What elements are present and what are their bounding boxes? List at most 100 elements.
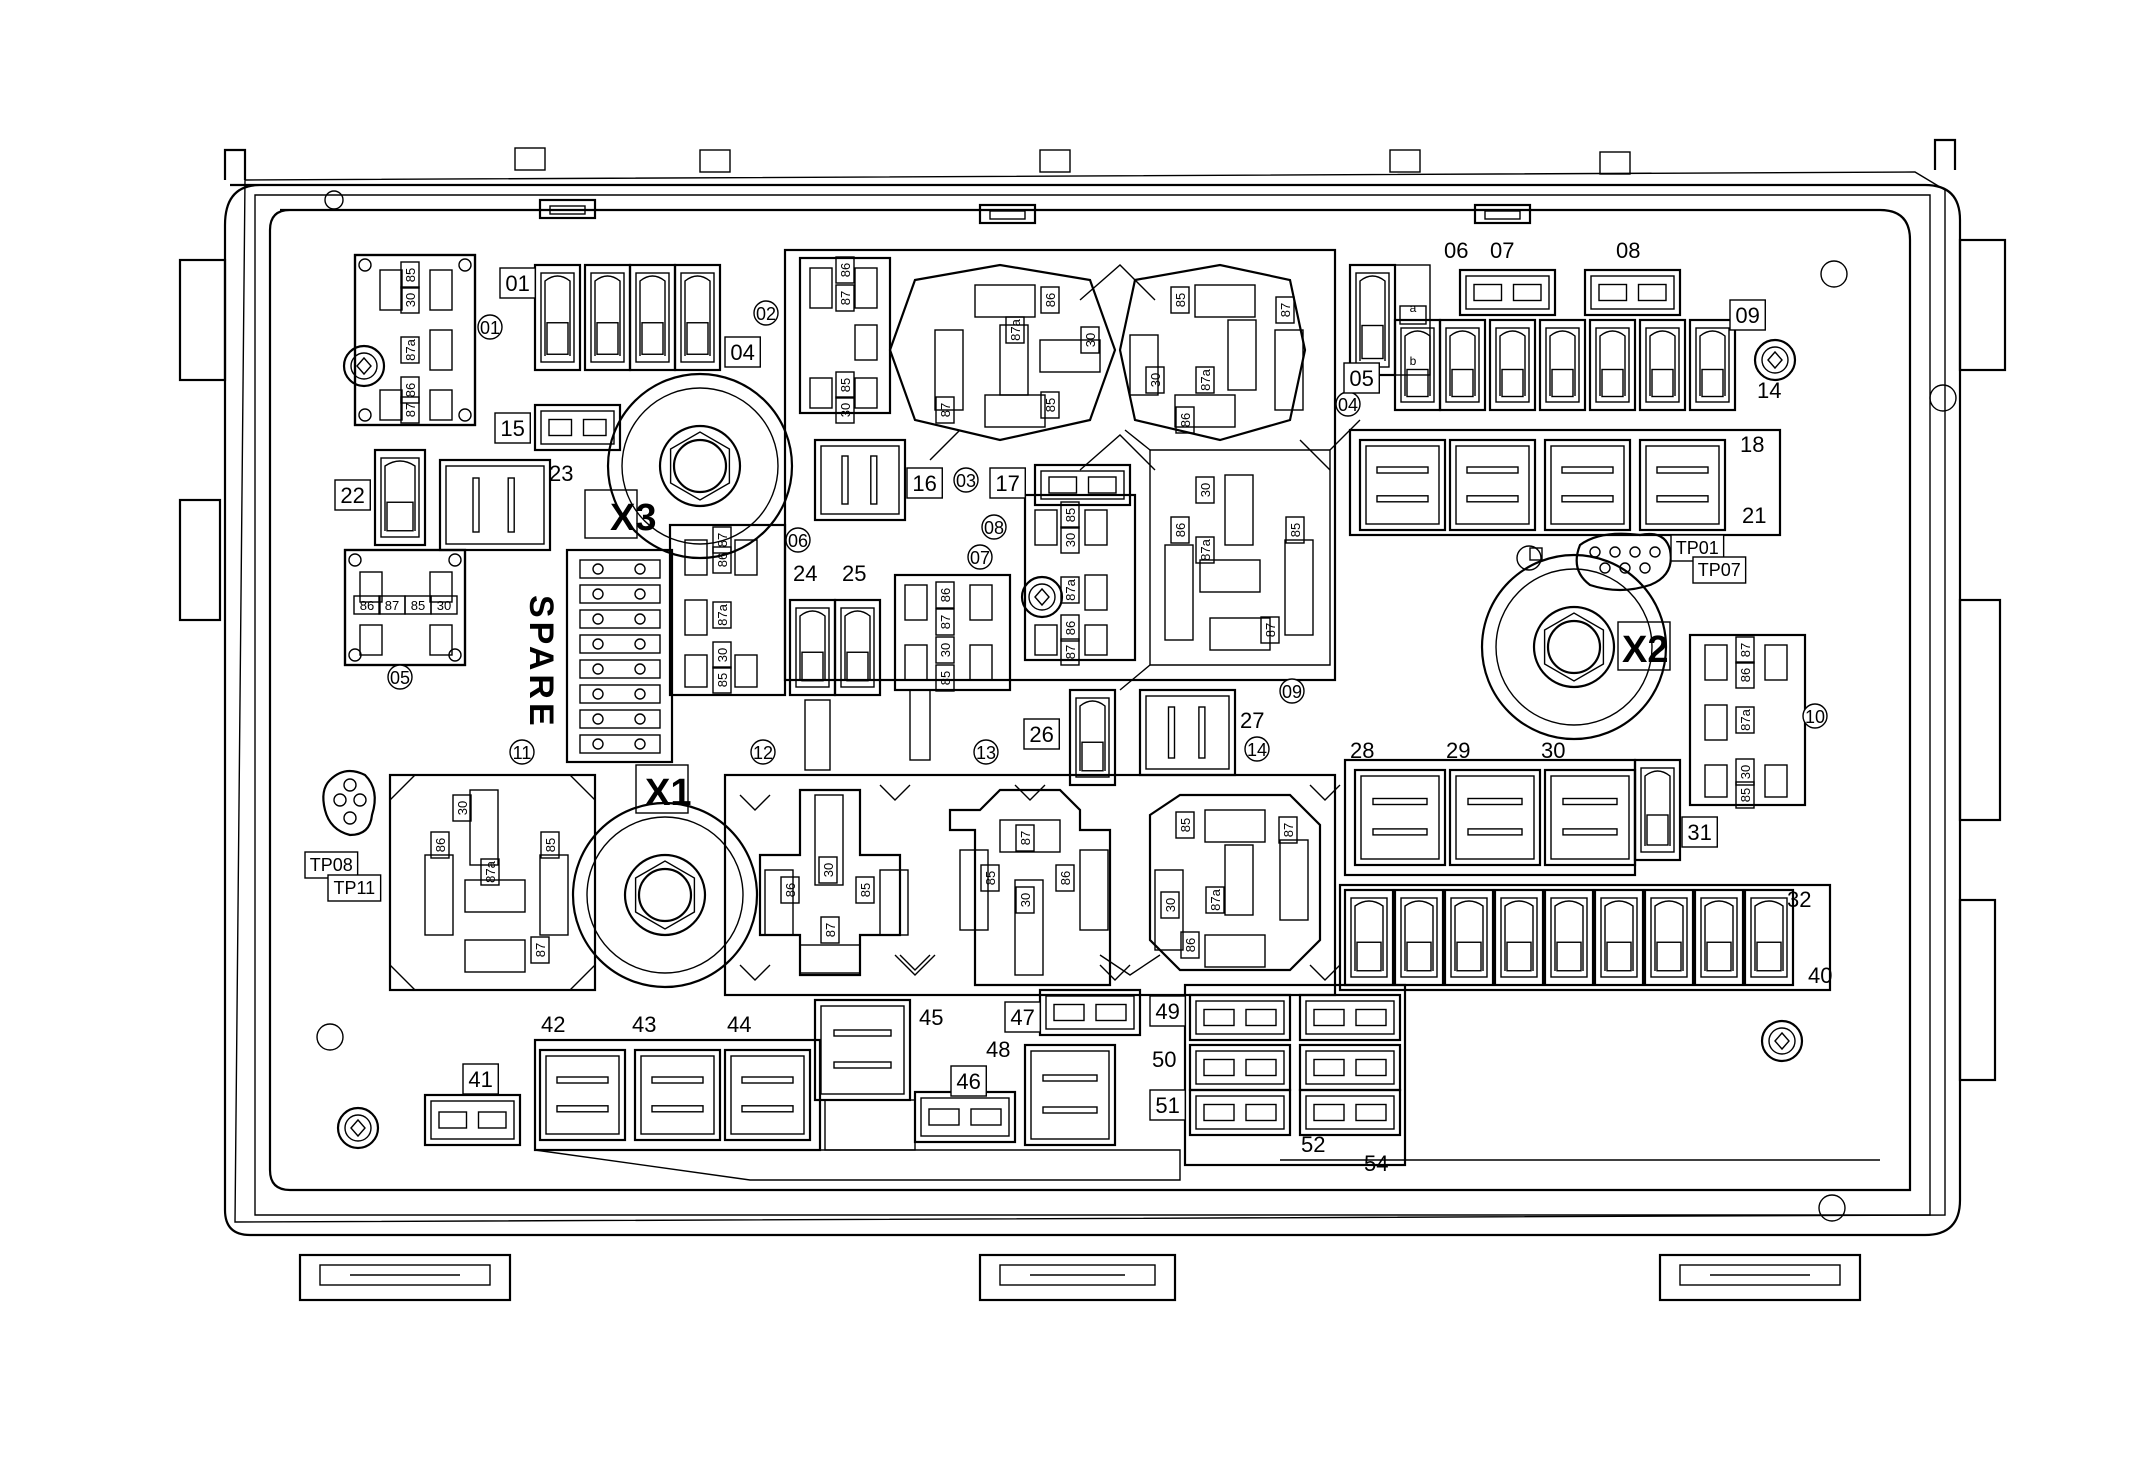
fuse-35 (1493, 888, 1545, 987)
screw-icon (336, 1106, 380, 1150)
fuse-42 (538, 1048, 627, 1142)
pin-label-30: 30 (1163, 898, 1178, 912)
fuse-label-28: 28 (1350, 738, 1374, 763)
fuse-label-40: 40 (1808, 963, 1832, 988)
fuse-11 (1538, 318, 1587, 412)
top-notch-2 (1039, 149, 1071, 173)
fuse-34 (1443, 888, 1495, 987)
relay-04 (1118, 263, 1307, 442)
pin-label-87: 87 (838, 291, 853, 305)
pin-label-86-box (430, 831, 450, 859)
top-clip-1 (978, 203, 1037, 225)
fuse-19 (1448, 438, 1537, 532)
fuse-label-22: 22 (340, 483, 364, 508)
pin-label-86: 86 (1058, 871, 1073, 885)
pin-label-87a: 87a (715, 603, 730, 625)
mini-label-b: b (1410, 354, 1417, 368)
relay-02 (798, 256, 892, 415)
fuse-48 (1023, 1043, 1117, 1147)
fuse-43 (633, 1048, 722, 1142)
fuse-panel-32-40 (1338, 883, 1832, 992)
relay-label-02-circle (753, 300, 779, 326)
fuse-21 (1638, 438, 1727, 532)
stud-x3 (606, 372, 794, 560)
fuse-54 (1298, 1088, 1402, 1137)
fuse-label-21: 21 (1742, 503, 1766, 528)
relay-label-11-circle (509, 739, 535, 765)
fuse-label-07: 07 (1490, 238, 1514, 263)
pin-label-86-box (1060, 614, 1080, 642)
relay-label-03-circle (953, 467, 979, 493)
fuse-label-41: 41 (468, 1067, 492, 1092)
pin-label-85: 85 (403, 268, 418, 282)
relay-08 (1023, 493, 1137, 662)
fuse-label-46-box (950, 1065, 987, 1097)
hole-r (1929, 384, 1957, 412)
fuse-17 (1033, 463, 1132, 507)
mini-label-a: a (1410, 301, 1417, 315)
chevron-cut-6 (1099, 964, 1131, 981)
pin-label-86: 86 (1063, 621, 1078, 635)
pin-label-30-box (1015, 886, 1035, 914)
pin-label-85-box (1170, 286, 1190, 314)
fuse-label-51: 51 (1155, 1093, 1179, 1118)
fuse-label-27: 27 (1240, 708, 1264, 733)
fuse-label-31-box (1681, 816, 1718, 848)
fuse-45 (813, 998, 912, 1102)
fuse-label-09: 09 (1735, 303, 1759, 328)
pin-label-85-box (1285, 516, 1305, 544)
test-point-label-tp08-box (304, 851, 359, 879)
fuse-label-18: 18 (1740, 432, 1764, 457)
pin-label-87-box (935, 396, 955, 424)
bottom-connector-1 (978, 1253, 1177, 1302)
fuse-label-45: 45 (919, 1005, 943, 1030)
pin-label-85: 85 (983, 871, 998, 885)
fuse-label-46: 46 (956, 1069, 980, 1094)
chevron-cut-2 (1014, 784, 1046, 801)
pin-label-86-box (353, 595, 381, 615)
pin-label-30-box (1735, 758, 1755, 786)
relay-label-12: 12 (753, 743, 773, 763)
pin-label-86: 86 (1178, 413, 1193, 427)
pin-label-86-box (1175, 406, 1195, 434)
pin-label-85-box (400, 261, 420, 289)
test-point-label-tp11: TP11 (333, 878, 375, 898)
pin-label-87-box (935, 608, 955, 636)
pin-label-85-box (1040, 391, 1060, 419)
screw-icon (1760, 1019, 1804, 1063)
pin-label-87a-box (400, 336, 420, 364)
pin-label-87a: 87a (1063, 578, 1078, 600)
pin-label-85: 85 (1288, 523, 1303, 537)
relay-13 (948, 788, 1112, 987)
pin-label-30-box (1160, 891, 1180, 919)
pin-label-30: 30 (715, 648, 730, 662)
pin-label-85: 85 (1173, 293, 1188, 307)
fuse-label-01-box (499, 267, 536, 299)
pin-label--box (1399, 305, 1427, 325)
pin-label-30-box (400, 286, 420, 314)
test-point-label-tp07-box (1692, 556, 1747, 584)
pin-label-87a: 87a (403, 338, 418, 360)
pin-label-86: 86 (433, 838, 448, 852)
pin-label-87a-box (712, 601, 732, 629)
pin-label-30-box (1195, 476, 1215, 504)
relay-panel-02-09 (783, 248, 1337, 682)
pin-label-86: 86 (403, 383, 418, 397)
pin-label-87: 87 (1278, 303, 1293, 317)
test-point-label-tp11-box (327, 874, 382, 902)
pin-label-30-box (1060, 526, 1080, 554)
relay-label-10: 10 (1805, 707, 1825, 727)
test-point-label-tp08: TP08 (310, 855, 353, 875)
pin-label-30: 30 (821, 863, 836, 877)
relay-03 (888, 263, 1117, 442)
fuse-label-50: 50 (1152, 1047, 1176, 1072)
pin-label-87a-box (1005, 316, 1025, 344)
pin-label-87-box (1735, 636, 1755, 664)
top-notch-3 (1389, 149, 1421, 173)
relay-label-03: 03 (956, 471, 976, 491)
stud-x1 (571, 801, 759, 989)
bottom-connector-2 (1658, 1253, 1862, 1302)
pin-label-85: 85 (858, 883, 873, 897)
relay-label-08: 08 (984, 518, 1004, 538)
fuse-12 (1588, 318, 1637, 412)
